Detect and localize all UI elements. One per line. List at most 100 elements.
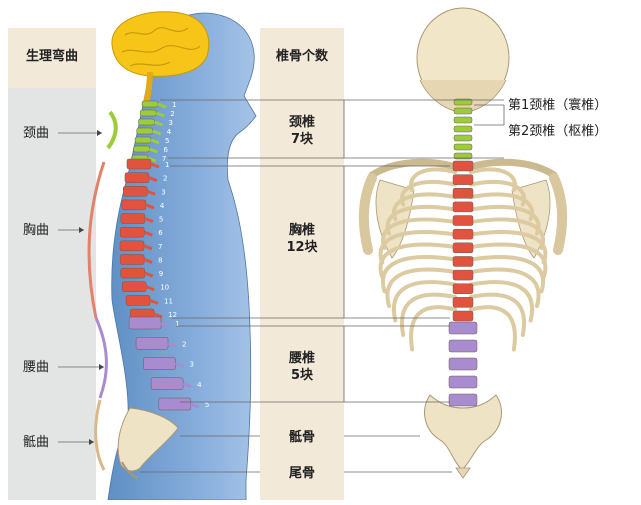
spinous-process <box>147 156 157 163</box>
spinous-process <box>143 244 153 251</box>
vertebra-number-cervical: 3 <box>168 119 172 127</box>
coccyx-name: 尾骨 <box>289 466 315 481</box>
side-vertebra-thoracic <box>119 240 145 252</box>
vertebra-number-lumbar: 3 <box>189 361 193 369</box>
spinous-process <box>157 102 167 109</box>
rear-vertebra-lumbar <box>448 393 478 407</box>
rear-vertebra-cervical <box>453 125 473 133</box>
vertebra-number-thoracic: 10 <box>160 284 169 292</box>
lumbar-name: 腰椎 <box>288 350 315 366</box>
curve-label-thoracic: 胸曲 <box>23 223 49 238</box>
thoracic-name: 胸椎 <box>289 222 315 238</box>
spinous-process <box>144 217 154 223</box>
side-vertebra-thoracic <box>120 213 146 224</box>
rib <box>399 292 457 337</box>
spinous-process <box>148 176 158 183</box>
side-vertebra-thoracic <box>123 186 148 197</box>
spinous-process <box>150 138 160 145</box>
rear-coccyx <box>455 467 471 479</box>
side-vertebra-thoracic <box>124 172 150 183</box>
side-vertebra-cervical <box>136 127 153 135</box>
vertebra-number-thoracic: 8 <box>158 256 162 264</box>
spinous-process <box>155 111 165 118</box>
brain-folds <box>121 27 201 67</box>
leader-lines <box>140 99 505 473</box>
curve-panel-tint <box>8 88 96 500</box>
spinous-process <box>153 312 163 319</box>
side-vertebra-cervical <box>141 100 159 108</box>
rib <box>409 305 457 352</box>
side-vertebra-lumbar <box>143 357 176 370</box>
side-vertebra-lumbar <box>158 397 192 411</box>
rear-vertebra-cervical <box>453 116 473 124</box>
rib <box>469 267 541 308</box>
brainstem <box>143 71 153 105</box>
rib <box>381 217 457 250</box>
rear-vertebra-lumbar <box>448 321 478 335</box>
rear-vertebra-cervical <box>453 107 473 115</box>
rear-vertebra-thoracic <box>452 160 474 172</box>
side-vertebra-cervical <box>139 109 157 117</box>
rib <box>409 167 457 192</box>
humeri <box>358 173 568 255</box>
rear-vertebra-thoracic <box>452 174 474 185</box>
rib <box>469 242 548 279</box>
side-sacrum <box>117 407 179 472</box>
vertebra-number-cervical: 2 <box>170 110 174 118</box>
vertebra-number-cervical: 1 <box>172 101 176 109</box>
rib <box>392 280 457 323</box>
side-vertebra-thoracic <box>126 158 152 170</box>
side-vertebra-lumbar <box>128 316 162 330</box>
side-vertebra-thoracic <box>125 295 151 306</box>
count-header: 椎骨个数 <box>275 48 329 64</box>
rear-vertebra-cervical <box>453 143 473 151</box>
spinous-process <box>149 298 159 305</box>
rear-vertebra-thoracic <box>452 242 474 254</box>
rib <box>378 230 457 265</box>
skull-base <box>419 79 507 113</box>
vertebra-number-thoracic: 5 <box>159 216 163 224</box>
vertebra-number-thoracic: 12 <box>168 311 177 319</box>
rib <box>469 230 548 265</box>
rear-vertebra-thoracic <box>452 256 474 267</box>
rib <box>469 217 545 250</box>
curve-header: 生理弯曲 <box>26 48 78 64</box>
spinous-process <box>152 129 162 136</box>
cervical-name: 颈椎 <box>289 114 315 130</box>
spinous-process <box>167 341 177 348</box>
spinous-process <box>150 162 160 169</box>
vertebra-number-thoracic: 9 <box>159 270 163 278</box>
rear-sacrum <box>424 394 502 471</box>
vertebra-number-thoracic: 11 <box>164 297 173 305</box>
spinous-process <box>153 120 163 127</box>
rear-vertebra-thoracic <box>452 201 474 213</box>
vertebra-number-thoracic: 7 <box>158 243 162 251</box>
rear-vertebra-thoracic <box>452 283 474 294</box>
rear-vertebra-cervical <box>453 134 473 142</box>
rib <box>469 255 545 294</box>
vertebra-number-cervical: 4 <box>167 128 172 136</box>
spinous-process <box>145 203 155 210</box>
rear-vertebra-thoracic <box>452 188 474 199</box>
spinous-process <box>190 402 200 409</box>
spinous-process <box>144 271 154 278</box>
curve-label-sacral: 骶曲 <box>23 435 49 450</box>
vertebra-number-thoracic: 3 <box>161 188 165 196</box>
spinous-process <box>143 230 153 237</box>
rear-skeleton <box>358 7 568 479</box>
side-vertebra-cervical <box>133 145 150 153</box>
clavicles <box>368 158 558 179</box>
rear-vertebra-lumbar <box>448 339 478 353</box>
vertebra-number-thoracic: 6 <box>158 229 163 237</box>
thoracic-count: 12块 <box>286 239 318 255</box>
rear-vertebra-cervical <box>453 152 473 160</box>
rear-vertebra-thoracic <box>452 297 474 308</box>
spinous-process <box>145 285 155 292</box>
side-vertebra-cervical <box>134 136 152 144</box>
rib <box>469 292 527 337</box>
curve-label-lumbar: 腰曲 <box>23 360 49 375</box>
rib <box>378 242 457 279</box>
vertebra-number-cervical: 7 <box>162 155 166 163</box>
